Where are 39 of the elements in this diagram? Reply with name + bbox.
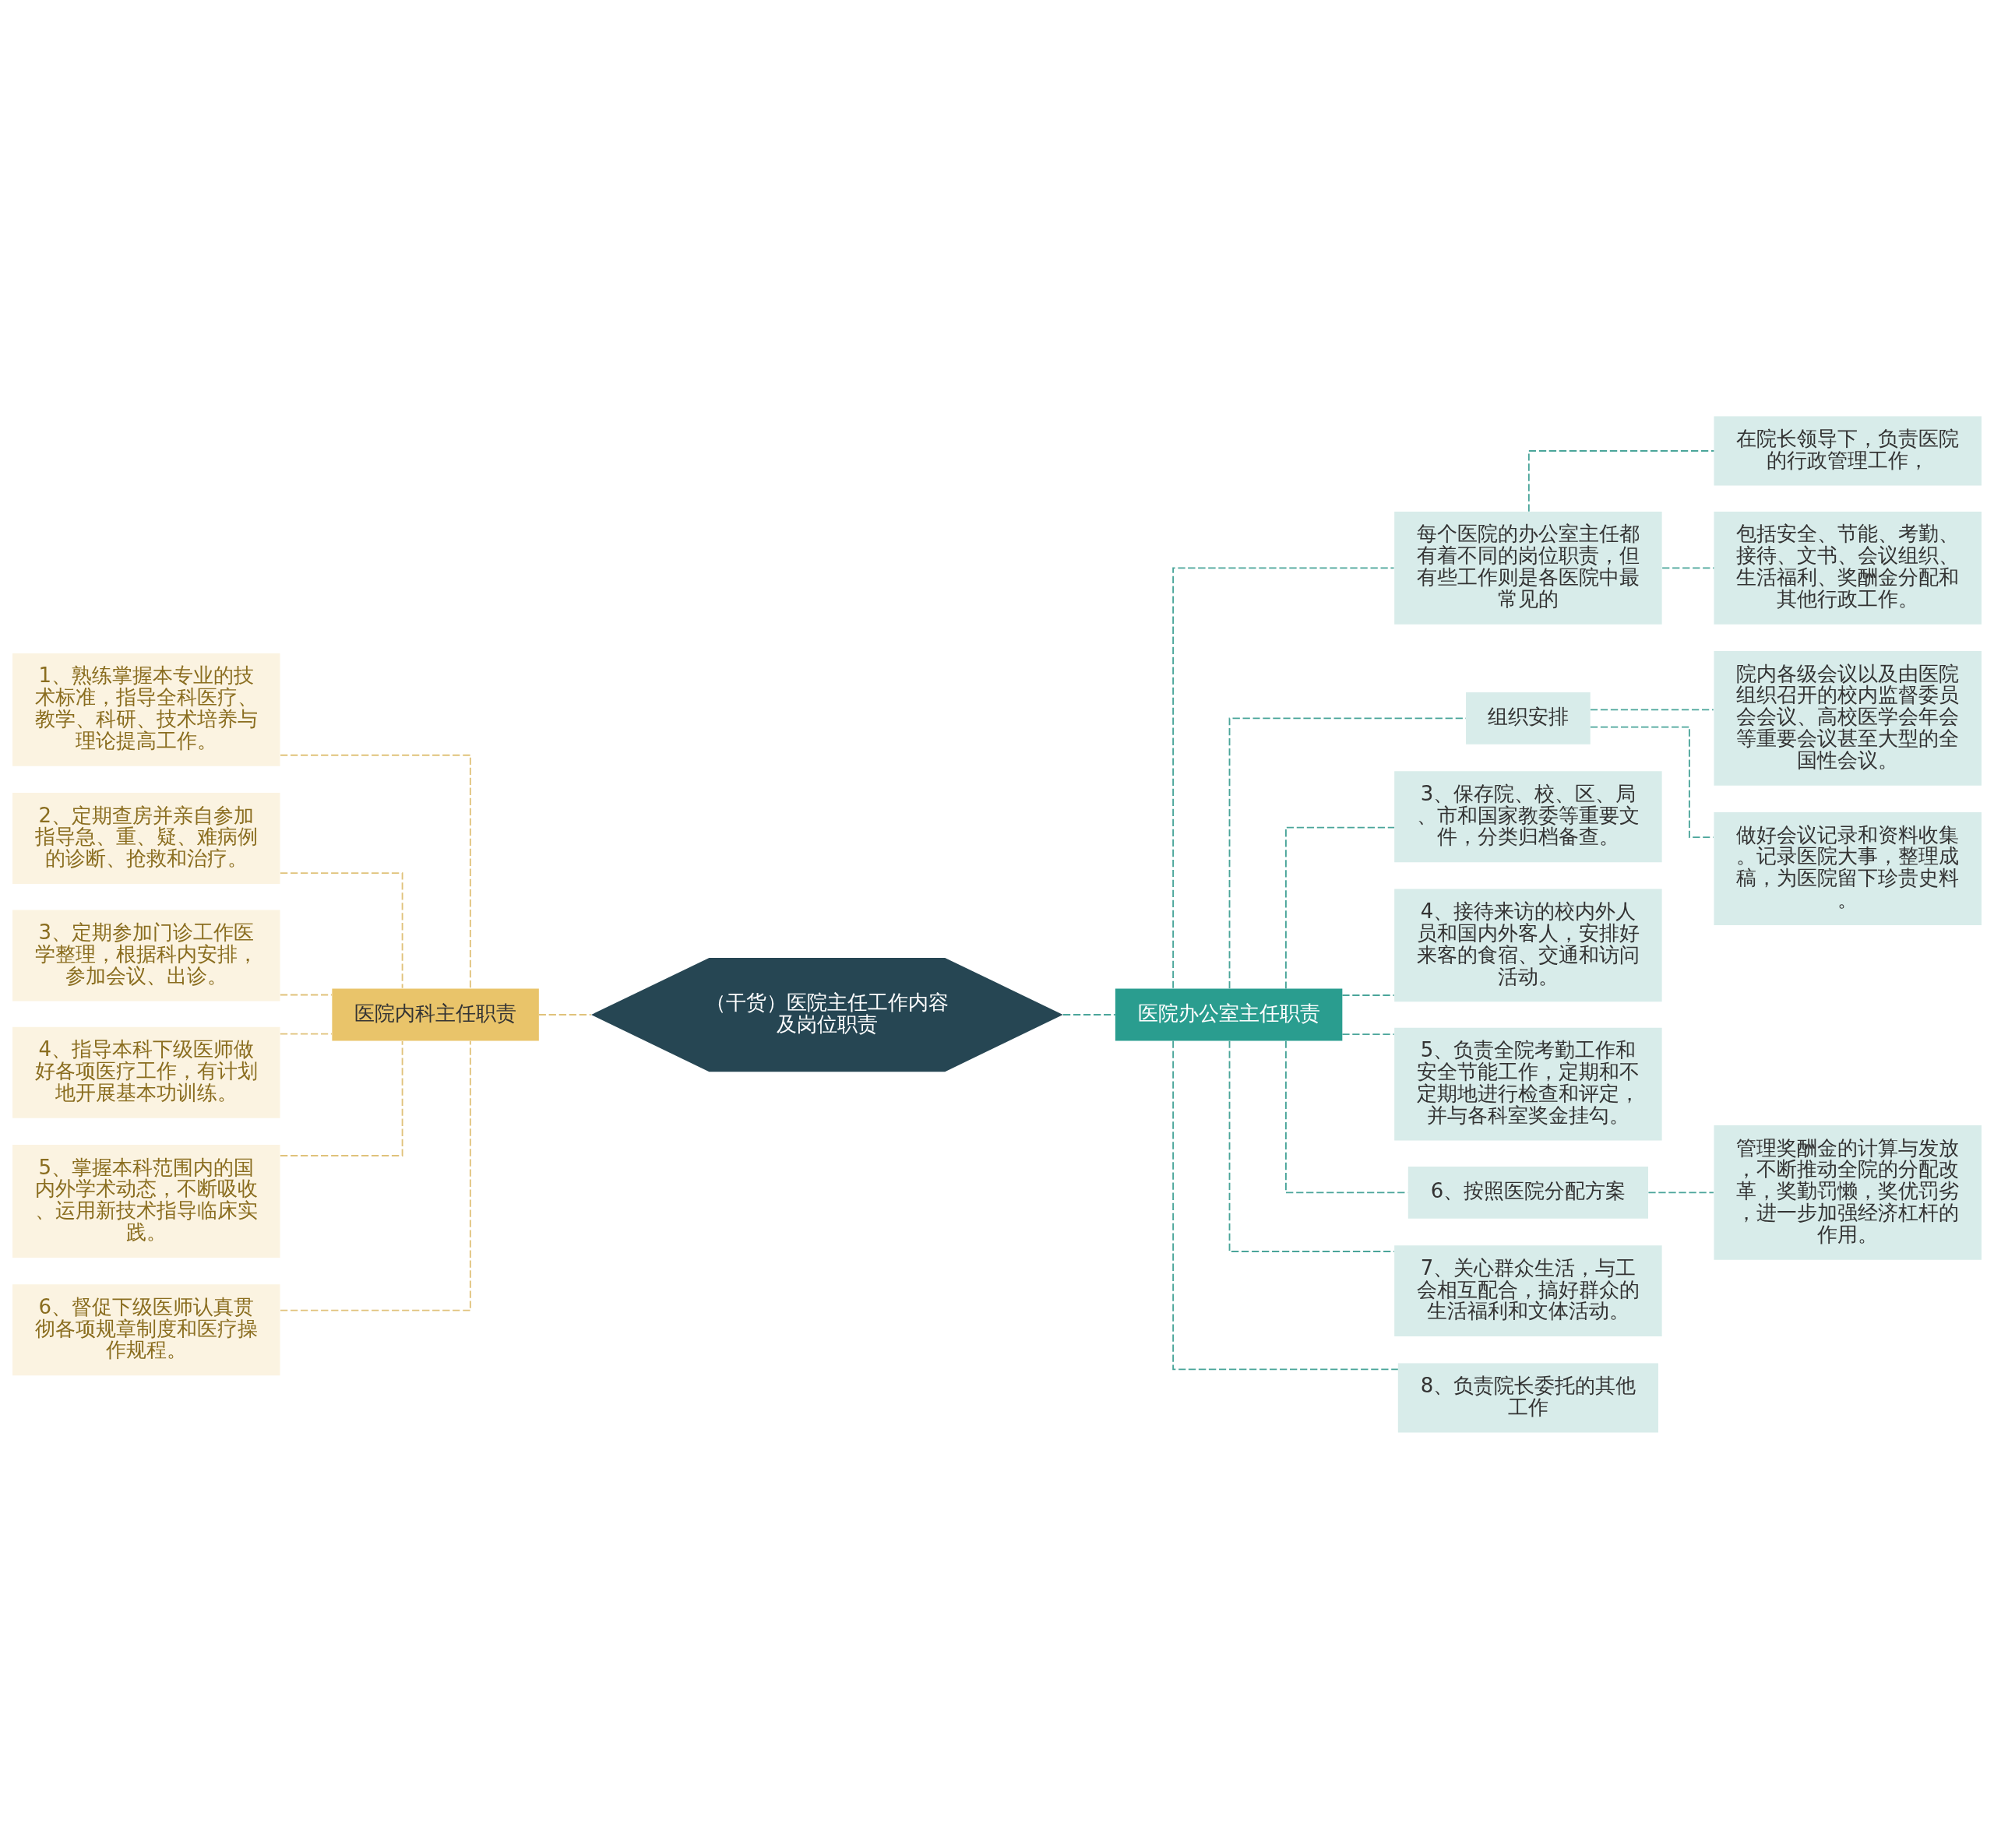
node-box: 3、定期参加门诊工作医学整理，根据科内安排，参加会议、出诊。 [12,909,280,1001]
node-box: 包括安全、节能、考勤、接待、文书、会议组织、生活福利、奖酬金分配和其他行政工作。 [1714,511,1982,625]
connector [279,871,403,989]
connector [1285,826,1395,990]
connector [279,1033,333,1035]
node-box: 2、定期查房并亲自参加指导急、重、疑、难病例的诊断、抢救和治疗。 [12,792,280,884]
connector [280,754,471,989]
connector [1341,994,1395,996]
node-box: 管理奖酬金的计算与发放，不断推动全院的分配改革，奖勤罚懒，奖优罚劣，进一步加强经济杠杆的作用。 [1714,1125,1982,1260]
node-box: 5、负责全院考勤工作和安全节能工作，定期和不定期地进行检查和评定，并与各科室奖金挂勾。 [1394,1027,1662,1141]
connector [279,1040,403,1156]
node-box: 5、掌握本科范围内的国内外学术动态，不断吸收、运用新技术指导临床实践。 [12,1144,280,1258]
node-box: 4、接待来访的校内外人员和国内外客人，安排好来客的食宿、交通和访问活动。 [1394,889,1662,1001]
node-box: 医院内科主任职责 [332,988,539,1040]
connector [279,994,333,995]
connector [1647,1191,1714,1193]
connector [280,1040,471,1311]
connector [1590,708,1714,710]
node-box: 组织安排 [1466,692,1591,744]
connector [1228,1040,1395,1252]
connector [537,1013,592,1016]
connector [1661,566,1715,568]
node-box: 医院办公室主任职责 [1115,988,1343,1040]
connector [1172,1040,1399,1370]
node-box: 6、按照医院分配方案 [1407,1166,1648,1219]
node-box: 1、熟练掌握本专业的技术标准，指导全科医疗、教学、科研、技术培养与理论提高工作。 [12,653,280,766]
node-box: 做好会议记录和资料收集。记录医院大事，整理成稿，为医院留下珍贵史料。 [1714,811,1982,925]
node-box: 院内各级会议以及由医院组织召开的校内监督委员会会议、高校医学会年会等重要会议甚至大型的全国性会议。 [1714,650,1982,786]
connector [1527,449,1715,512]
node-box: 7、关心群众生活，与工会相互配合，搞好群众的生活福利和文体活动。 [1394,1244,1662,1336]
node-box: 4、指导本科下级医师做好各项医疗工作，有计划地开展基本功训练。 [12,1026,280,1118]
node-box: 6、督促下级医师认真贯彻各项规章制度和医疗操作规程。 [12,1283,280,1375]
node-box: 3、保存院、校、区、局、市和国家教委等重要文件，分类归档备查。 [1394,770,1662,862]
node-box: 每个医院的办公室主任都有着不同的岗位职责，但有些工作则是各医院中最常见的 [1394,511,1662,625]
connector [1062,1013,1116,1016]
connector [1172,566,1395,989]
node-box: 8、负责院长委托的其他工作 [1397,1362,1658,1433]
node-box: 在院长领导下，负责医院的行政管理工作， [1714,415,1982,486]
connector [1341,1033,1395,1035]
